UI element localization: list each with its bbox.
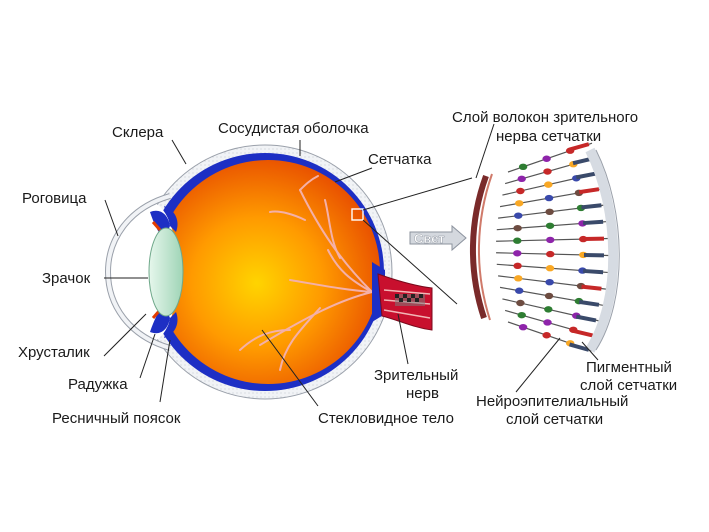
light-arrow: Свет: [409, 224, 467, 252]
photoreceptor-segment: [583, 219, 604, 226]
label-lens: Хрусталик: [18, 344, 90, 361]
retinal-cell-nucleus: [513, 250, 522, 257]
retinal-cell-nucleus: [518, 163, 528, 171]
retinal-cell-nucleus: [518, 323, 528, 331]
label-sclera: Склера: [112, 124, 164, 141]
photoreceptor-segment: [583, 236, 605, 241]
label-pigment-layer-1: Пигментный: [586, 359, 672, 376]
lens: [148, 227, 184, 317]
light-label: Свет: [414, 231, 445, 246]
photoreceptor-segment: [569, 342, 590, 352]
retinal-cell-nucleus: [513, 224, 522, 232]
photoreceptor-segment: [583, 268, 604, 275]
photoreceptor-segment: [569, 142, 590, 152]
label-neuroepithelial-1: Нейроэпителиальный: [476, 393, 628, 410]
ciliary-body-upper: [164, 206, 178, 232]
retinal-cell-nucleus: [546, 250, 555, 258]
leader-lines: [103, 123, 599, 407]
retinal-cell-nucleus: [545, 278, 554, 286]
photoreceptor-segment: [578, 187, 600, 195]
label-retina: Сетчатка: [368, 151, 432, 168]
eyeball: [104, 144, 393, 400]
photoreceptor-segment: [583, 253, 605, 258]
retinal-cell-nucleus: [543, 168, 552, 175]
label-optic-nerve-2: нерв: [406, 385, 439, 402]
photoreceptor-segment: [578, 299, 600, 307]
retinal-cell-nucleus: [514, 275, 523, 282]
ciliary-body-lower: [164, 312, 178, 338]
label-optic-nerve-1: Зрительный: [374, 367, 458, 384]
label-vitreous-body: Стекловидное тело: [318, 410, 454, 427]
retinal-cell-nucleus: [514, 212, 523, 219]
zoom-region-marker: [351, 208, 364, 221]
retinal-cells: [496, 142, 614, 352]
photoreceptor-segment: [572, 156, 593, 166]
retinal-cell-nucleus: [513, 237, 522, 244]
label-neuroepithelial-2: слой сетчатки: [506, 411, 603, 428]
label-pigment-layer-2: слой сетчатки: [580, 377, 677, 394]
retinal-cell-nucleus: [542, 155, 551, 162]
retinal-cell-nucleus: [515, 287, 524, 294]
nerve-fiber-layer: [469, 174, 489, 319]
retinal-cell-nucleus: [516, 299, 525, 307]
labels: Склера Сосудистая оболочка Сетчатка Рого…: [18, 109, 677, 428]
label-iris: Радужка: [68, 376, 128, 393]
retinal-cell-nucleus: [544, 181, 553, 188]
photoreceptor-segment: [581, 284, 602, 291]
retinal-vessels: [239, 175, 373, 371]
retinal-cell-nucleus: [516, 187, 525, 195]
retinal-cell-nucleus: [513, 262, 522, 270]
retinal-cell-nucleus: [517, 311, 526, 319]
retina-layers-detail: [469, 142, 620, 353]
retinal-cell-nucleus: [544, 194, 554, 202]
retinal-cell-nucleus: [542, 332, 551, 339]
label-pupil: Зрачок: [42, 270, 91, 287]
label-choroid: Сосудистая оболочка: [218, 120, 369, 137]
pigment-layer: [585, 147, 619, 353]
photoreceptor-segment: [581, 203, 602, 210]
label-ciliary-zonule: Ресничный поясок: [52, 410, 181, 427]
retinal-cell-nucleus: [544, 306, 553, 313]
retinal-cell-nucleus: [546, 236, 555, 244]
optic-nerve: [377, 273, 433, 331]
photoreceptor-segment: [575, 314, 597, 323]
label-nerve-fiber-layer-1: Слой волокон зрительного: [452, 109, 638, 126]
label-cornea: Роговица: [22, 190, 87, 207]
retinal-cell-nucleus: [544, 292, 554, 300]
retinal-cell-nucleus: [545, 208, 554, 216]
retinal-cell-nucleus: [545, 265, 555, 272]
label-nerve-fiber-layer-2: нерва сетчатки: [496, 128, 601, 145]
retinal-cell-nucleus: [545, 222, 555, 229]
photoreceptor-segment: [572, 328, 593, 338]
retinal-cell-nucleus: [543, 319, 552, 326]
vitreous-body: [156, 160, 380, 384]
retinal-cell-nucleus: [517, 175, 526, 183]
retinal-cell-nucleus: [515, 200, 524, 207]
photoreceptor-segment: [575, 171, 597, 180]
